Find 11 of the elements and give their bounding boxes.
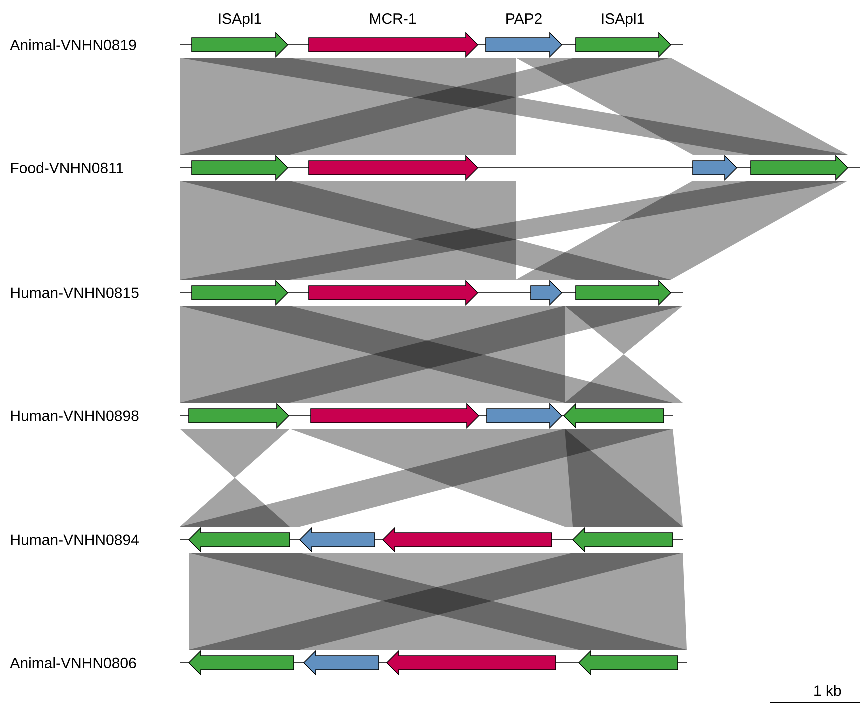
scale-bar-label: 1 kb (814, 685, 842, 696)
row-label: Human-VNHN0898 (11, 410, 139, 422)
row-label: Animal-VNHN0806 (10, 658, 136, 668)
row-label: Food-VNHN0811 (11, 162, 124, 174)
row-label: Animal-VNHN0819 (10, 40, 136, 50)
gene-label: MCR-1 (370, 14, 416, 24)
gene-label: PAP2 (506, 14, 542, 24)
gene-label: ISApl1 (219, 13, 262, 28)
gene-label: ISApl1 (602, 13, 644, 28)
row-label: Human-VNHN0815 (11, 288, 139, 298)
row-label: Human-VNHN0894 (11, 534, 139, 546)
